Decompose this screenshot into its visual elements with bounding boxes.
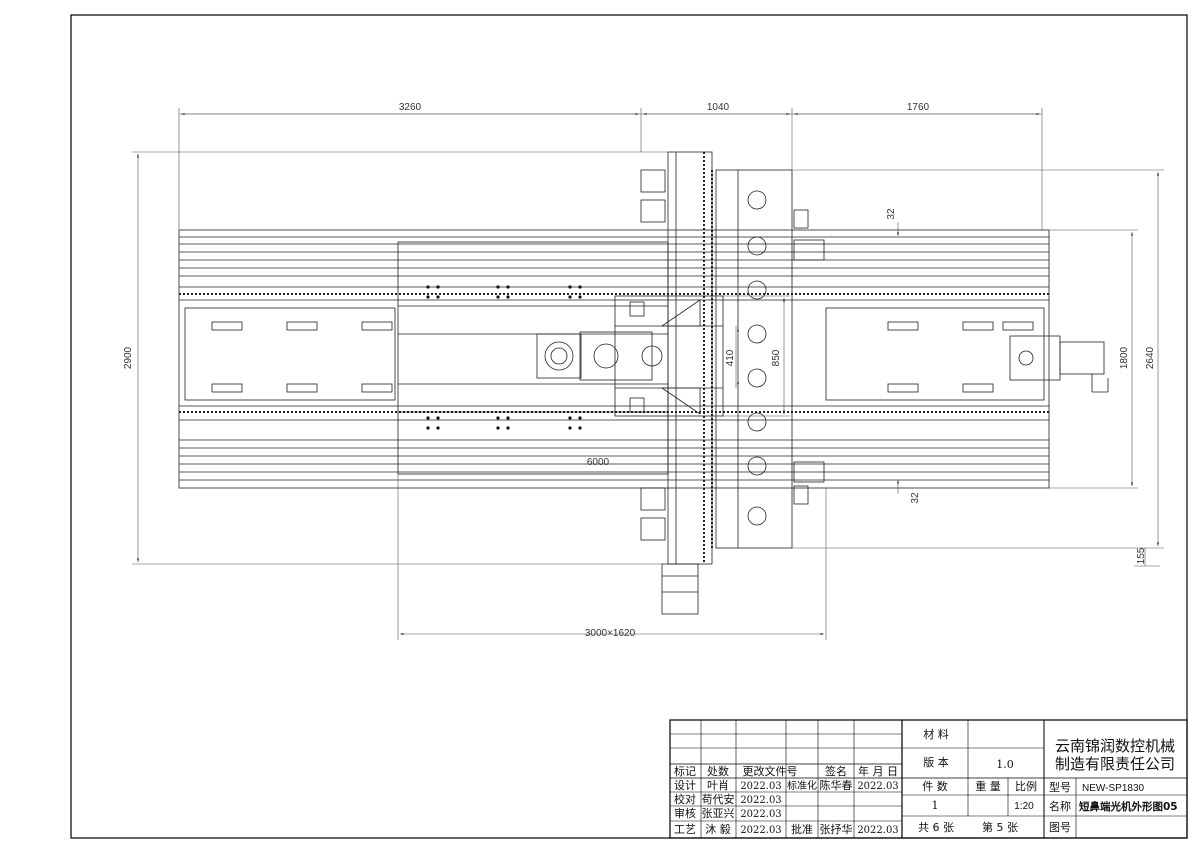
dim-155: 155 [1136, 547, 1147, 564]
craft-date: 2022.03 [740, 825, 781, 836]
title-block [669, 719, 1188, 839]
rev-header-sign: 签名 [825, 764, 847, 778]
dim-1760: 1760 [907, 102, 930, 113]
dim-1800: 1800 [1119, 346, 1130, 369]
machine-drawing [178, 151, 1109, 615]
drawing-number-label: 图号 [1049, 821, 1071, 834]
craft-label: 工艺 [674, 823, 696, 836]
machine-bed [178, 229, 1050, 489]
name-value: 短鼻端光机外形图05 [1079, 800, 1178, 813]
sheet-number: 第 5 张 [982, 820, 1018, 834]
check-date: 2022.03 [740, 795, 781, 806]
dim-3260: 3260 [399, 102, 422, 113]
version-label: 版 本 [923, 755, 949, 769]
version-value: 1.0 [996, 758, 1014, 771]
gantry-column [667, 151, 713, 565]
gantry-beam [715, 169, 793, 549]
scale-label: 比例 [1015, 779, 1037, 793]
scale-value: 1:20 [1014, 801, 1034, 812]
worktable [397, 241, 669, 475]
review-label: 审核 [674, 806, 696, 820]
dim-1040: 1040 [707, 102, 730, 113]
material-label: 材 料 [923, 727, 949, 741]
dim-6000: 6000 [587, 457, 610, 468]
dimension-lines [132, 108, 1164, 640]
drawing-frame [70, 14, 1188, 839]
dim-2640: 2640 [1145, 346, 1156, 369]
dimension-texts: 3260 1040 1760 2900 2640 1800 850 410 32… [123, 102, 1156, 639]
std-name: 陈华春 [820, 778, 853, 792]
rev-header-mark: 标记 [674, 764, 696, 778]
company-line-1: 云南锦润数控机械 [1055, 737, 1175, 755]
weight-label: 重 量 [975, 779, 1001, 793]
design-name: 叶肖 [707, 778, 729, 792]
dim-2900: 2900 [123, 346, 134, 369]
dim-410: 410 [725, 349, 736, 366]
title-block-texts: 云南锦润数控机械 制造有限责任公司 材 料 版 本 1.0 件 数 重 量 比例… [674, 727, 1178, 836]
rev-header-date: 年 月 日 [858, 764, 898, 778]
check-label: 校对 [674, 792, 696, 806]
dim-32-top: 32 [886, 208, 897, 220]
model-label: 型号 [1049, 780, 1071, 794]
approve-label: 批准 [791, 822, 813, 836]
bottom-motor [661, 563, 699, 615]
dim-850: 850 [771, 349, 782, 366]
design-label: 设计 [674, 779, 696, 792]
craft-name: 沐 毅 [705, 822, 731, 836]
review-date: 2022.03 [740, 809, 781, 820]
std-date: 2022.03 [857, 781, 898, 792]
check-name: 苟代安 [702, 792, 735, 806]
dim-32-bottom: 32 [910, 492, 921, 504]
std-label: 标准化 [787, 779, 817, 792]
review-name: 张亚兴 [702, 807, 735, 820]
total-sheets: 共 6 张 [918, 821, 954, 834]
pieces-value: 1 [932, 799, 939, 812]
pieces-label: 件 数 [922, 780, 948, 793]
rev-header-count: 处数 [707, 765, 729, 778]
approve-name: 张抒华 [820, 822, 853, 836]
rev-header-file: 更改文件号 [743, 764, 798, 778]
spindle-head [614, 295, 724, 417]
model-value: NEW-SP1830 [1082, 783, 1145, 794]
name-label: 名称 [1049, 799, 1071, 813]
company-line-2: 制造有限责任公司 [1055, 755, 1175, 773]
approve-date: 2022.03 [857, 825, 898, 836]
dim-3000x1620: 3000×1620 [585, 628, 636, 639]
side-motor [1009, 335, 1061, 381]
design-date: 2022.03 [740, 781, 781, 792]
